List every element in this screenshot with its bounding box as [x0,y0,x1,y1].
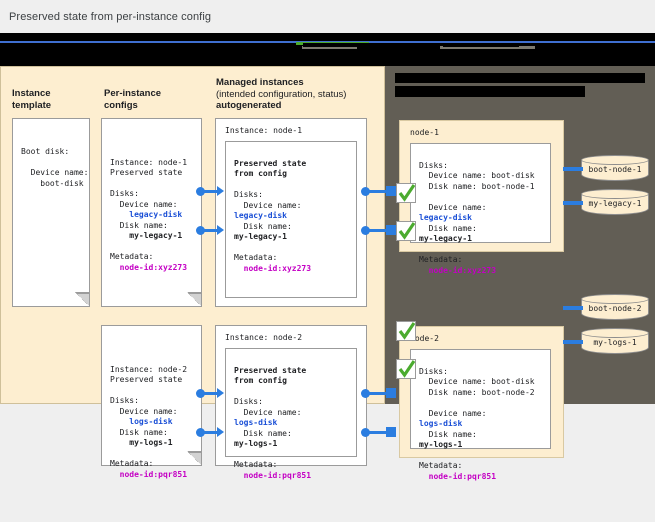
folded-corner [187,292,202,307]
legend-gray-rule-1 [302,46,357,49]
legend-gray-rule-2 [440,46,535,49]
connector-square-5 [386,186,396,196]
connector-line-2 [204,229,218,232]
legend-redaction-bottom [0,53,655,66]
node-inner-2: Disks: Device name: boot-disk Disk name:… [410,349,551,481]
connector-dot-5 [361,187,370,196]
legend-bar [0,33,655,66]
folded-corner [187,451,202,466]
check-icon [398,184,416,202]
managed-instance-title-1: Instance: node-1 [225,126,303,135]
node-title-2: node-2 [410,334,439,343]
managed-instance-inner-2: Preserved state from config Disks: Devic… [225,348,357,480]
diagram-page: Preserved state from per-instance config [0,0,655,481]
disk-boot-node-1: boot-node-1 [581,155,649,181]
legend-redaction-b [443,43,519,47]
check-badge-node2-metadata [396,359,416,379]
caption-text: Preserved state from per-instance config [9,10,212,23]
disk-connector-1 [563,167,583,171]
connector-line-8 [369,431,387,434]
legend-redaction-top [0,33,655,41]
connector-square-7 [386,388,396,398]
node-inner-1: Disks: Device name: boot-disk Disk name:… [410,143,551,275]
disk-connector-2 [563,201,583,205]
column-heading-managed-instances: Managed instances (intended configuratio… [216,77,347,111]
check-badge-node2-disk [396,321,416,341]
per-instance-config-card-1: Instance: node-1 Preserved state Disks: … [101,118,202,307]
right-panel-heading [395,73,645,99]
connector-dot-7 [361,389,370,398]
instance-template-text: Boot disk: Device name: boot-disk [21,147,89,188]
disk-connector-3 [563,306,583,310]
per-instance-config-card-2: Instance: node-2 Preserved state Disks: … [101,325,202,479]
legend-redaction-c [567,43,655,47]
managed-instance-inner-1: Preserved state from config Disks: Devic… [225,141,357,298]
column-heading-instance-template: Instance template [12,88,52,111]
connector-arrow-2 [217,225,224,235]
diagram-body: Instance template Per-instance configs M… [0,66,655,481]
legend-redaction-a [303,43,415,47]
managed-instance-box-2: Instance: node-2 Preserved state from co… [215,325,367,480]
managed-instance-title-2: Instance: node-2 [225,333,303,342]
right-heading-redaction-1 [395,73,645,83]
connector-line-4 [204,431,218,434]
managed-instance-box-1: Instance: node-1 Preserved state from co… [215,118,367,307]
right-heading-redaction-2 [395,86,585,97]
node-card-2: node-2 Disks: Device name: boot-disk Dis… [399,326,564,481]
connector-dot-3 [196,389,205,398]
check-icon [398,222,416,240]
per-instance-config-body-1: Instance: node-1 Preserved state Disks: … [110,157,188,272]
folded-corner [75,292,90,307]
connector-line-6 [369,229,387,232]
connector-dot-1 [196,187,205,196]
per-instance-config-body-2: Instance: node-2 Preserved state Disks: … [110,364,188,479]
connector-arrow-3 [217,388,224,398]
disk-my-legacy-1: my-legacy-1 [581,189,649,215]
check-badge-node1-disk [396,183,416,203]
page-caption: Preserved state from per-instance config [0,0,655,33]
disk-my-logs-1: my-logs-1 [581,328,649,354]
connector-line-5 [369,190,387,193]
connector-dot-2 [196,226,205,235]
column-heading-per-instance-configs: Per-instance configs [104,88,162,111]
connector-square-6 [386,225,396,235]
instance-template-card: Boot disk: Device name: boot-disk [12,118,90,307]
connector-square-8 [386,427,396,437]
check-icon [398,322,416,340]
check-icon [398,360,416,378]
check-badge-node1-metadata [396,221,416,241]
disk-boot-node-2: boot-node-2 [581,294,649,320]
connector-arrow-1 [217,186,224,196]
node-card-1: node-1 Disks: Device name: boot-disk Dis… [399,120,564,275]
connector-arrow-4 [217,427,224,437]
connector-dot-6 [361,226,370,235]
connector-line-7 [369,392,387,395]
connector-line-3 [204,392,218,395]
connector-line-1 [204,190,218,193]
disk-connector-4 [563,340,583,344]
node-title-1: node-1 [410,128,439,137]
